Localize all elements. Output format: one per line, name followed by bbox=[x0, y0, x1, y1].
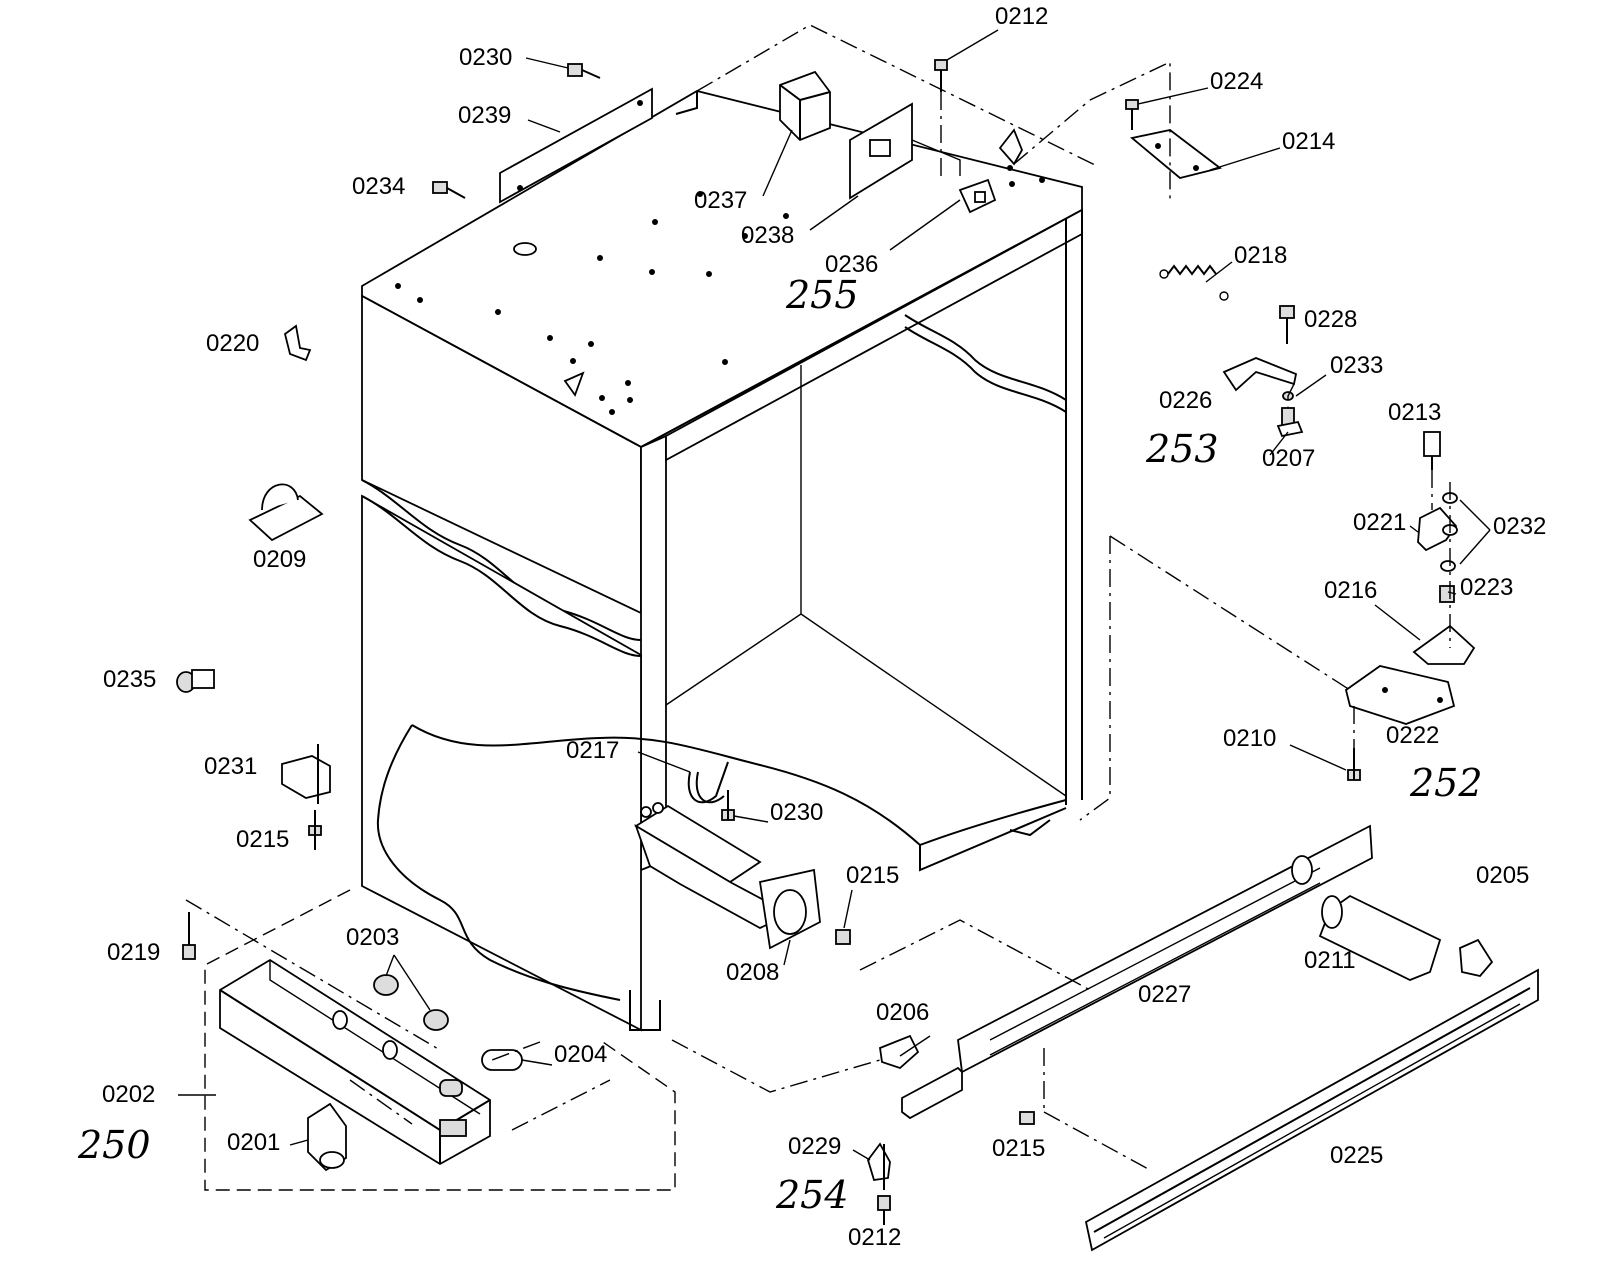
hinge-0221 bbox=[1417, 506, 1458, 552]
screw-0215-mid bbox=[835, 929, 851, 945]
kickplate-0225 bbox=[1084, 968, 1539, 1252]
label-0205: 0205 bbox=[1476, 862, 1529, 889]
label-0235: 0235 bbox=[103, 666, 156, 693]
screw-0234 bbox=[432, 181, 466, 199]
label-0228: 0228 bbox=[1304, 306, 1357, 333]
hinge-plate-0222 bbox=[1344, 665, 1456, 725]
connector-0236 bbox=[958, 178, 997, 214]
label-0217: 0217 bbox=[566, 737, 619, 764]
label-0234: 0234 bbox=[352, 173, 405, 200]
screw-0210 bbox=[1347, 748, 1361, 781]
handwritten-group-numbers: 255 253 252 250 254 bbox=[77, 273, 1483, 1217]
plate-0238 bbox=[849, 102, 961, 200]
label-0207: 0207 bbox=[1262, 445, 1315, 472]
screw-0228 bbox=[1279, 305, 1295, 344]
label-0210: 0210 bbox=[1223, 725, 1276, 752]
pin-0213 bbox=[1423, 431, 1441, 470]
clamp-0217 bbox=[687, 761, 729, 804]
bracket-0231 bbox=[281, 744, 331, 804]
label-0238: 0238 bbox=[741, 222, 794, 249]
rear-bracket-0239 bbox=[499, 87, 653, 204]
bracket-0229 bbox=[867, 1142, 891, 1190]
label-0214: 0214 bbox=[1282, 128, 1335, 155]
label-0230-mid: 0230 bbox=[770, 799, 823, 826]
label-0222: 0222 bbox=[1386, 722, 1439, 749]
cabinet bbox=[361, 90, 1083, 1032]
label-0212-top: 0212 bbox=[995, 3, 1048, 30]
label-0211: 0211 bbox=[1304, 947, 1356, 974]
label-0223: 0223 bbox=[1460, 574, 1513, 601]
clip-0201 bbox=[307, 1102, 347, 1172]
group-number-253: 253 bbox=[1145, 427, 1219, 471]
cap-0206 bbox=[879, 1034, 920, 1070]
group-number-254: 254 bbox=[775, 1173, 849, 1217]
label-0233: 0233 bbox=[1330, 352, 1383, 379]
relay-0237 bbox=[779, 70, 831, 142]
part-labels: 0212 0230 0224 0239 0214 0234 0237 0238 … bbox=[102, 3, 1546, 1251]
label-0221: 0221 bbox=[1353, 509, 1406, 536]
gasket-0204 bbox=[481, 1049, 523, 1071]
knobs-0203 bbox=[373, 974, 449, 1031]
spring-0218 bbox=[1159, 264, 1229, 301]
group-number-252: 252 bbox=[1409, 761, 1483, 805]
label-0202: 0202 bbox=[102, 1081, 155, 1108]
hinge-0216 bbox=[1412, 624, 1476, 665]
screw-0215-bottom bbox=[1019, 1111, 1035, 1125]
duct-0208 bbox=[634, 802, 821, 950]
label-0229: 0229 bbox=[788, 1133, 841, 1160]
label-0220: 0220 bbox=[206, 330, 259, 357]
label-0230-top: 0230 bbox=[459, 44, 512, 71]
label-0209: 0209 bbox=[253, 546, 306, 573]
label-0208: 0208 bbox=[726, 959, 779, 986]
leader-lines bbox=[178, 29, 1491, 1161]
grommet-0235 bbox=[176, 669, 215, 693]
screw-0230-top bbox=[567, 63, 601, 79]
housing-0202 bbox=[219, 958, 491, 1166]
latch-0205 bbox=[1459, 938, 1494, 977]
label-0215-bottom: 0215 bbox=[992, 1135, 1045, 1162]
screw-0230-mid bbox=[721, 790, 735, 821]
label-0201: 0201 bbox=[227, 1129, 280, 1156]
label-0231: 0231 bbox=[204, 753, 257, 780]
screw-0219 bbox=[182, 912, 196, 960]
tab-0224-top bbox=[998, 128, 1023, 166]
grille-0227 bbox=[901, 824, 1373, 1120]
screw-0215-left bbox=[308, 810, 322, 850]
screw-0212-top bbox=[934, 59, 948, 92]
label-0212-bottom: 0212 bbox=[848, 1224, 901, 1251]
label-0213: 0213 bbox=[1388, 399, 1441, 426]
screw-0224 bbox=[1125, 99, 1139, 130]
label-0206: 0206 bbox=[876, 999, 929, 1026]
label-0225: 0225 bbox=[1330, 1142, 1383, 1169]
label-0218: 0218 bbox=[1234, 242, 1287, 269]
label-0236: 0236 bbox=[825, 251, 878, 278]
group-number-255: 255 bbox=[785, 273, 859, 317]
label-0203: 0203 bbox=[346, 924, 399, 951]
label-0224: 0224 bbox=[1210, 68, 1263, 95]
washers-0232 bbox=[1440, 492, 1458, 572]
label-0215-mid: 0215 bbox=[846, 862, 899, 889]
group-number-250: 250 bbox=[77, 1123, 151, 1167]
label-0204: 0204 bbox=[554, 1041, 607, 1068]
label-0226: 0226 bbox=[1159, 387, 1212, 414]
screw-0212-bottom bbox=[877, 1195, 891, 1225]
bracket-0226 bbox=[1222, 357, 1298, 392]
label-0227: 0227 bbox=[1138, 981, 1191, 1008]
label-0237: 0237 bbox=[694, 187, 747, 214]
assembly-lines bbox=[185, 24, 1451, 1171]
label-0215-left: 0215 bbox=[236, 826, 289, 853]
cap-0207 bbox=[1276, 407, 1304, 438]
label-0216: 0216 bbox=[1324, 577, 1377, 604]
label-0232: 0232 bbox=[1493, 513, 1546, 540]
clamp-0209 bbox=[248, 483, 324, 542]
clip-0220 bbox=[283, 324, 312, 362]
deflector-0211 bbox=[1318, 894, 1442, 981]
hinge-plate-0214 bbox=[1129, 129, 1223, 179]
label-0219: 0219 bbox=[107, 939, 160, 966]
label-0239: 0239 bbox=[458, 102, 511, 129]
bushing-0223 bbox=[1439, 585, 1455, 603]
